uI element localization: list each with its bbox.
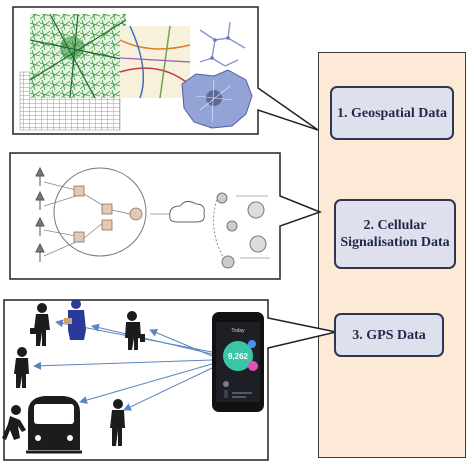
- network-links: [43, 181, 170, 257]
- geospatial-data-label: 1. Geospatial Data: [330, 86, 454, 140]
- metro-map-image: [119, 25, 191, 99]
- geospatial-panel: [12, 6, 319, 135]
- cloud-icon: [169, 200, 205, 223]
- person-icon: [64, 299, 86, 340]
- person-icon: [30, 303, 50, 346]
- cellular-panel: [9, 152, 323, 280]
- road-network-map-image: [29, 13, 127, 99]
- geospatial-data-label-text: 1. Geospatial Data: [336, 105, 448, 121]
- handover-sequence-image: [213, 192, 270, 269]
- gps-data-label: 3. GPS Data: [334, 313, 444, 357]
- region-map-image: [181, 69, 253, 129]
- gps-data-label-text: 3. GPS Data: [352, 327, 426, 343]
- gps-panel: Today 9,262: [2, 299, 337, 461]
- cellular-signalisation-data-label-text: 2. Cellular Signalisation Data: [340, 218, 450, 250]
- smartphone-icon: Today 9,262: [212, 312, 264, 412]
- train-icon: [26, 396, 82, 454]
- transit-lines-graph-image: [199, 21, 246, 67]
- cellular-callout-frame: [9, 152, 323, 280]
- person-icon: [2, 405, 26, 440]
- person-icon: [14, 347, 29, 388]
- phone-metric: 9,262: [228, 352, 249, 361]
- phone-top-text: Today: [231, 328, 245, 334]
- antenna-icon: [35, 166, 45, 262]
- person-icon: [110, 399, 125, 446]
- person-icon: [125, 311, 145, 350]
- network-core-ellipse: [53, 167, 147, 257]
- router-icon: [73, 185, 143, 243]
- cellular-signalisation-data-label: 2. Cellular Signalisation Data: [334, 199, 456, 269]
